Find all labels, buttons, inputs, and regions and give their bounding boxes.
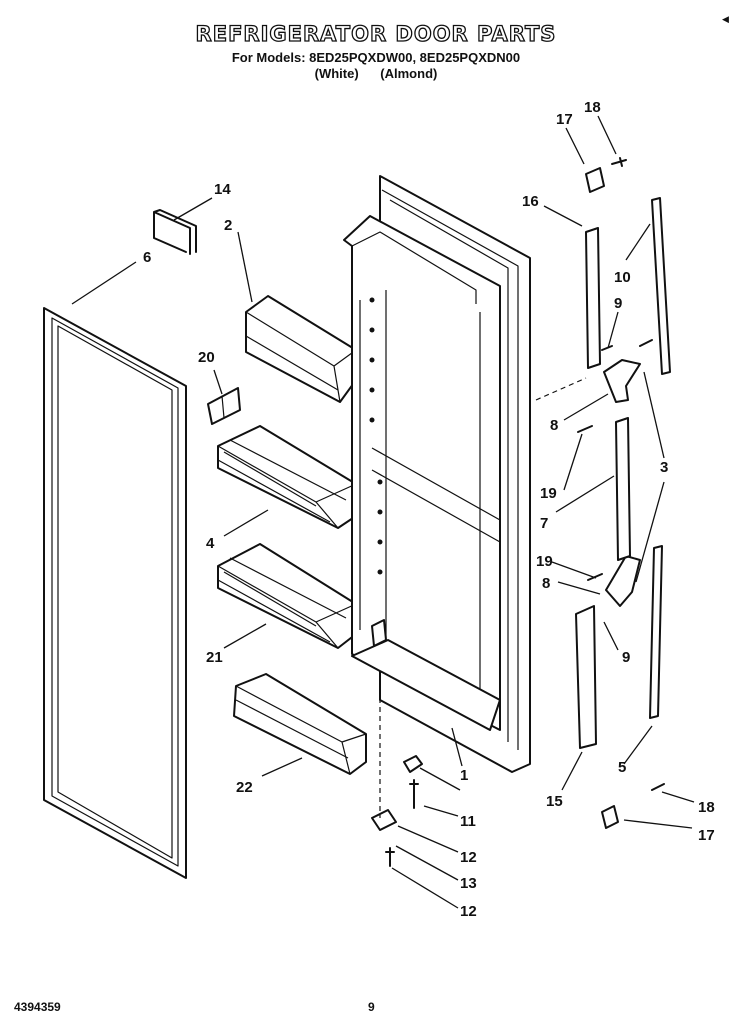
callout-19-upper: 19 [540,485,557,502]
callout-2: 2 [224,217,232,234]
model-colors: (White) (Almond) [314,66,438,81]
callout-3: 3 [660,459,668,476]
callout-18-top: 18 [584,99,601,116]
callout-20: 20 [198,349,215,366]
part-trim-16 [585,227,601,369]
callout-8-lower: 8 [542,575,550,592]
callout-21: 21 [206,649,223,666]
callout-10: 10 [614,269,631,286]
callout-16: 16 [522,193,539,210]
corner-mark: ◀ [722,14,729,24]
callout-19-lower: 19 [536,553,553,570]
callout-5: 5 [618,759,626,776]
callout-22: 22 [236,779,253,796]
part-bracket-3-top [603,359,641,403]
callout-12-upper: 12 [460,849,477,866]
part-door-gasket [43,307,187,879]
callout-1: 1 [460,767,468,784]
assembly-line-right [535,377,587,401]
page-number: 9 [368,1000,375,1014]
callout-8-upper: 8 [550,417,558,434]
callout-7: 7 [540,515,548,532]
callout-6: 6 [143,249,151,266]
part-strip-10 [651,197,671,375]
callout-9-lower: 9 [622,649,630,666]
part-cap-17-top [585,167,605,193]
part-trim-15 [575,605,597,749]
part-hinge-11 [403,755,423,809]
callout-13: 13 [460,875,477,892]
callout-14: 14 [214,181,231,198]
callout-17-top: 17 [556,111,573,128]
callout-4: 4 [206,535,215,552]
document-number: 4394359 [14,1000,61,1014]
part-dairy-compartment [245,295,361,403]
callout-12-lower: 12 [460,903,477,920]
part-bracket-3-bottom [605,555,641,607]
part-door-bin-21 [217,543,357,649]
leader-lines [71,115,695,909]
part-cap-17-bottom [601,805,619,829]
part-clip-20 [207,387,241,425]
callout-9-upper: 9 [614,295,622,312]
part-screw-18-top [611,157,627,167]
part-screw-18-bottom [651,783,665,791]
callout-11: 11 [460,813,476,830]
part-strip-5 [649,545,663,719]
part-hinge-13 [371,809,397,867]
part-door-bin-4 [217,425,357,529]
page-title: REFRIGERATOR DOOR PARTS [195,21,557,46]
part-bracket-14 [153,209,197,255]
callout-15: 15 [546,793,563,810]
part-lower-bin-22 [233,673,367,775]
part-trim-7 [615,417,631,561]
model-numbers: For Models: 8ED25PQXDW00, 8ED25PQXDN00 [231,50,521,65]
callout-18-bottom: 18 [698,799,715,816]
callout-17-bottom: 17 [698,827,715,844]
part-door-liner [343,175,531,773]
